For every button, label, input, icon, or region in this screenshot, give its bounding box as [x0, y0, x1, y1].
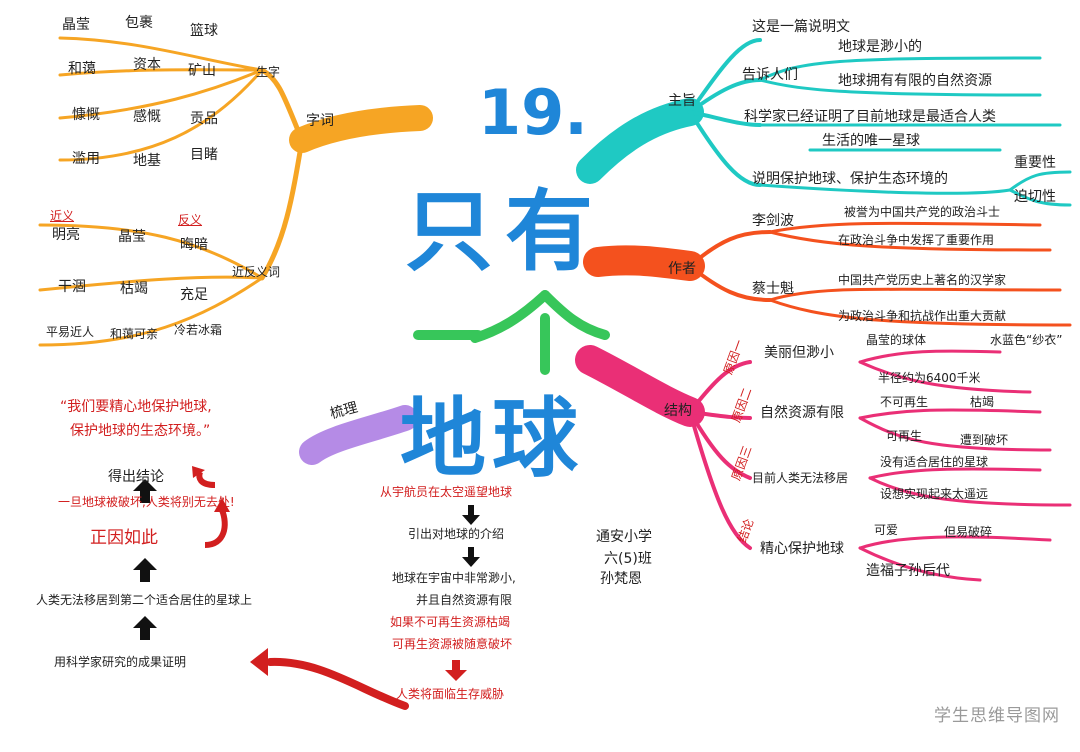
shengzi-word: 晶莹 — [62, 17, 90, 33]
flow-step-3a: 地球在宇宙中非常渺小, — [392, 571, 516, 585]
ciyu-label: 字词 — [306, 113, 334, 129]
zhuzhi-urgency: 迫切性 — [1014, 189, 1056, 205]
reason-1: 美丽但渺小 — [764, 345, 834, 361]
reason-2-c: 可再生 — [886, 429, 923, 443]
title-char-zhi: 只 — [405, 180, 494, 283]
left-flow-2: 人类无法移居到第二个适合居住的星球上 — [36, 593, 253, 607]
shengzi-word: 滥用 — [72, 151, 100, 167]
shengzi-label: 生字 — [256, 65, 281, 79]
jinfanyi-word: 枯竭 — [120, 281, 148, 297]
title-char-you: 有 — [505, 180, 594, 283]
author-2-desc-2: 为政治斗争和抗战作出重大贡献 — [838, 309, 1007, 323]
flow-return-arrowhead — [250, 648, 268, 676]
jiegou-label: 结构 — [664, 403, 692, 419]
flow-step-2: 引出对地球的介绍 — [408, 527, 505, 541]
reason-3: 目前人类无法移居 — [752, 471, 849, 485]
reason-3-a: 没有适合居住的星球 — [880, 455, 989, 469]
flow-step-1: 从宇航员在太空遥望地球 — [380, 485, 513, 499]
zuozhe-label: 作者 — [668, 261, 696, 277]
shuli-branch — [299, 405, 418, 465]
conclusion-a: 可爱 — [874, 523, 899, 537]
author-1-desc-1: 被誉为中国共产党的政治斗士 — [844, 205, 1001, 219]
title-earth: 地球 — [400, 389, 584, 489]
reason-1-c: 半径约为6400千米 — [878, 371, 981, 385]
zhuzhi-protect: 说明保护地球、保护生态环境的 — [752, 171, 948, 187]
zhuzhi-branch — [576, 38, 1072, 207]
author-2: 蔡士魁 — [752, 281, 794, 297]
left-flow-3: 正因如此 — [90, 528, 158, 548]
watermark: 学生思维导图网 — [934, 706, 1060, 726]
shengzi-word: 目睹 — [190, 147, 218, 163]
conclusion-b: 但易破碎 — [944, 525, 993, 539]
jinfanyi-word: 充足 — [180, 287, 208, 303]
zhuzhi-tell-2: 地球拥有有限的自然资源 — [838, 73, 992, 89]
jinfanyi-word: 晶莹 — [118, 229, 146, 245]
shengzi-word: 贡品 — [190, 111, 218, 127]
reason-2-b: 枯竭 — [970, 395, 995, 409]
title-number: 19. — [478, 76, 588, 149]
shengzi-word: 篮球 — [190, 23, 218, 39]
reason-2: 自然资源有限 — [760, 405, 844, 421]
flow-step-3b: 并且自然资源有限 — [416, 593, 513, 607]
jiegou-branch — [575, 345, 1072, 582]
reason-1-b: 水蓝色“纱衣” — [990, 333, 1063, 347]
fanyi-tag: 反义 — [178, 213, 203, 227]
jinfanyi-word: 明亮 — [52, 227, 80, 243]
flow-step-4a: 如果不可再生资源枯竭 — [390, 615, 511, 629]
left-flow-up-arrows — [133, 479, 157, 640]
left-flow-5: 得出结论 — [108, 469, 164, 485]
jinfanyi-word: 干涸 — [58, 279, 86, 295]
flow-down-arrows — [462, 505, 480, 567]
left-flow-4: 一旦地球被破坏,人类将别无去处! — [58, 495, 235, 509]
reason-1-a: 晶莹的球体 — [866, 333, 927, 347]
ciyu-branch — [38, 36, 433, 347]
author-1-desc-2: 在政治斗争中发挥了重要作用 — [838, 233, 995, 247]
jinyi-tag: 近义 — [50, 209, 75, 223]
jinfanyi-word: 晦暗 — [180, 237, 208, 253]
jielun-arrowhead — [192, 466, 205, 478]
zhuzhi-tell-1: 地球是渺小的 — [838, 39, 922, 55]
quote-line-1: “我们要精心地保护地球, — [60, 399, 212, 415]
conclusion: 精心保护地球 — [760, 541, 844, 557]
reason-2-d: 遭到破坏 — [960, 433, 1009, 447]
shengzi-word: 矿山 — [188, 63, 216, 79]
zhuzhi-label: 主旨 — [668, 93, 696, 109]
quote-line-2: 保护地球的生态环境。” — [70, 423, 211, 439]
author-1: 李剑波 — [752, 213, 794, 229]
reason-2-a: 不可再生 — [880, 395, 929, 409]
shengzi-word: 资本 — [133, 57, 161, 73]
zhuzhi-sci-1: 科学家已经证明了目前地球是最适合人类 — [744, 109, 996, 125]
zhengyin-arrowhead — [214, 498, 230, 512]
shengzi-word: 慷慨 — [72, 107, 100, 123]
zhuzhi-importance: 重要性 — [1014, 155, 1056, 171]
flow-red-down-arrow — [445, 660, 467, 681]
jinfanyi-word: 和蔼可亲 — [110, 327, 159, 341]
zhengyin-arrow — [204, 508, 228, 548]
zhuzhi-tell: 告诉人们 — [742, 67, 798, 83]
jinfanyi-word: 平易近人 — [46, 325, 95, 339]
author-2-desc-1: 中国共产党历史上著名的汉学家 — [838, 273, 1007, 287]
flow-step-4b: 可再生资源被随意破坏 — [392, 637, 513, 651]
jielun-arrow — [196, 471, 216, 488]
flow-step-5: 人类将面临生存威胁 — [396, 687, 505, 701]
shengzi-word: 和蔼 — [68, 61, 96, 77]
flow-return-arrow — [266, 657, 409, 710]
reason-3-b: 设想实现起来太遥远 — [880, 487, 989, 501]
shengzi-word: 地基 — [133, 153, 161, 169]
author-name: 孙梵恩 — [600, 571, 642, 587]
author-class: 六(5)班 — [604, 551, 652, 567]
shengzi-word: 包裹 — [125, 15, 153, 31]
left-flow-1: 用科学家研究的成果证明 — [54, 655, 187, 669]
shengzi-word: 感慨 — [133, 109, 161, 125]
conclusion-c: 造福子孙后代 — [866, 563, 950, 579]
zuozhe-branch — [583, 221, 1072, 327]
jinfanyi-word: 冷若冰霜 — [174, 323, 223, 337]
jinfanyi-label: 近反义词 — [232, 265, 281, 279]
zhuzhi-sci-2: 生活的唯一星球 — [822, 133, 920, 149]
zhuzhi-intro: 这是一篇说明文 — [752, 19, 850, 35]
author-school: 通安小学 — [596, 529, 652, 545]
